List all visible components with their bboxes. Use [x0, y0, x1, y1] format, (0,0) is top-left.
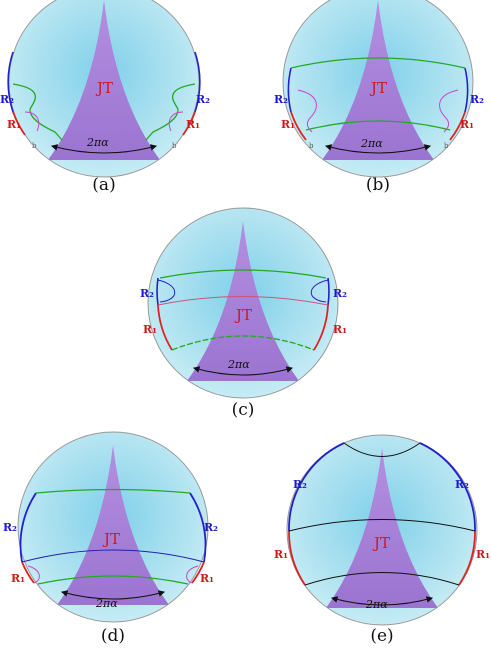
- jt-label: JT: [234, 306, 252, 324]
- r1-arc-right: [313, 304, 329, 351]
- jt-label: JT: [95, 79, 113, 97]
- green-curve-top: [35, 488, 191, 494]
- r2-label-right: R₂: [204, 521, 218, 534]
- r2-loop-right: [310, 279, 329, 303]
- r1-label-left: R₁: [11, 572, 25, 585]
- angle-label: 2πα: [365, 598, 388, 611]
- panel-c: JT R₂ R₂ R₁ R₁ 2πα: [140, 207, 347, 399]
- r2-label-left: R₂: [140, 287, 154, 300]
- jt-wedge: [48, 0, 160, 160]
- r1-arc-right: [449, 111, 466, 141]
- r1-label-right: R₁: [186, 118, 200, 131]
- green-curve-bottom: [37, 575, 189, 585]
- r2-label-right: R₂: [333, 287, 347, 300]
- r2-label-right: R₂: [470, 93, 484, 106]
- caption-c: (c): [231, 400, 255, 420]
- green-curve-bottom: [171, 335, 315, 351]
- green-curve-bottom: [305, 120, 451, 131]
- green-curve-top: [290, 57, 466, 69]
- r2-arc-left: [19, 492, 37, 563]
- r2-arc-right: [194, 51, 201, 113]
- r1-arc-left: [12, 111, 26, 136]
- jt-label: JT: [102, 530, 120, 548]
- b-label-left: b: [309, 142, 314, 150]
- angle-label: 2πα: [95, 597, 118, 610]
- r1-label-right: R₁: [200, 572, 214, 585]
- caption-b: (b): [365, 175, 391, 195]
- black-curve-middle: [288, 519, 476, 532]
- caption-a: (a): [92, 175, 116, 195]
- r1-label-right: R₁: [333, 323, 347, 336]
- panel-a: JT R₂ R₂ R₁ R₁ 2πα b b: [0, 0, 210, 178]
- r1-label-left: R₁: [281, 118, 295, 131]
- jt-wedge: [322, 0, 434, 160]
- r1-arc-left: [290, 111, 307, 141]
- r2-arc-right: [464, 67, 469, 113]
- black-curve-top: [343, 442, 421, 457]
- r2-arc-right: [189, 492, 207, 563]
- caption-e: (e): [370, 626, 394, 646]
- r1-arc-right: [458, 530, 476, 586]
- green-curve-left: [12, 83, 63, 141]
- r1-label-left: R₁: [7, 118, 21, 131]
- r2-arc-left: [288, 442, 345, 532]
- r2-label-left: R₂: [274, 93, 288, 106]
- pink-curve-left: [297, 89, 317, 133]
- r2-label-left: R₂: [293, 478, 307, 491]
- r2-loop-left: [157, 279, 176, 303]
- pink-curve-right: [439, 89, 459, 133]
- angle-label: 2πα: [86, 136, 109, 149]
- r2-label-right: R₂: [196, 93, 210, 106]
- pink-curve-right: [168, 111, 184, 132]
- r2-arc-left: [287, 67, 292, 113]
- b-tick-right: [169, 142, 179, 150]
- caption-d: (d): [100, 626, 126, 646]
- angle-arrow: [330, 596, 434, 606]
- r2-arc-right: [419, 442, 476, 532]
- r1-label-right: R₁: [476, 548, 490, 561]
- angle-label: 2πα: [227, 358, 250, 371]
- r1-arc-left: [288, 530, 306, 586]
- angle-arrow: [192, 366, 294, 376]
- jt-label: JT: [372, 534, 390, 552]
- angle-label: 2πα: [360, 137, 383, 150]
- pink-curve-right: [186, 565, 199, 584]
- r2-label-left: R₂: [0, 93, 14, 106]
- r2-arc-left: [7, 51, 14, 113]
- pink-curve-left: [24, 111, 40, 132]
- jt-wedge: [187, 221, 299, 381]
- r2-label-left: R₂: [3, 521, 17, 534]
- jt-wedge: [57, 445, 169, 605]
- panel-e: JT R₂ R₂ R₁ R₁ 2πα: [274, 434, 490, 626]
- angle-arrow: [324, 144, 432, 154]
- angle-arrow: [50, 144, 158, 154]
- r1-label-left: R₁: [143, 323, 157, 336]
- b-label-left: b: [32, 142, 37, 150]
- blue-curve-middle: [21, 549, 205, 563]
- jt-label: JT: [369, 79, 387, 97]
- pink-curve-middle: [157, 296, 329, 306]
- black-curve-bottom: [304, 572, 460, 586]
- b-label-right: b: [444, 142, 449, 150]
- jt-wedge: [326, 448, 438, 608]
- r1-arc-left: [157, 304, 173, 351]
- panel-b: JT R₂ R₂ R₁ R₁ 2πα b b: [274, 0, 484, 178]
- green-curve-top: [159, 269, 327, 279]
- r2-label-right: R₂: [455, 478, 469, 491]
- pink-curve-left: [27, 565, 40, 584]
- r1-label-left: R₁: [274, 548, 288, 561]
- b-label-right: b: [172, 142, 177, 150]
- panel-d: JT R₂ R₂ R₁ R₁ 2πα: [3, 431, 218, 623]
- angle-arrow: [60, 590, 166, 600]
- green-curve-right: [145, 83, 196, 141]
- r1-label-right: R₁: [460, 118, 474, 131]
- r1-arc-right: [182, 111, 196, 136]
- b-tick-left: [29, 142, 39, 150]
